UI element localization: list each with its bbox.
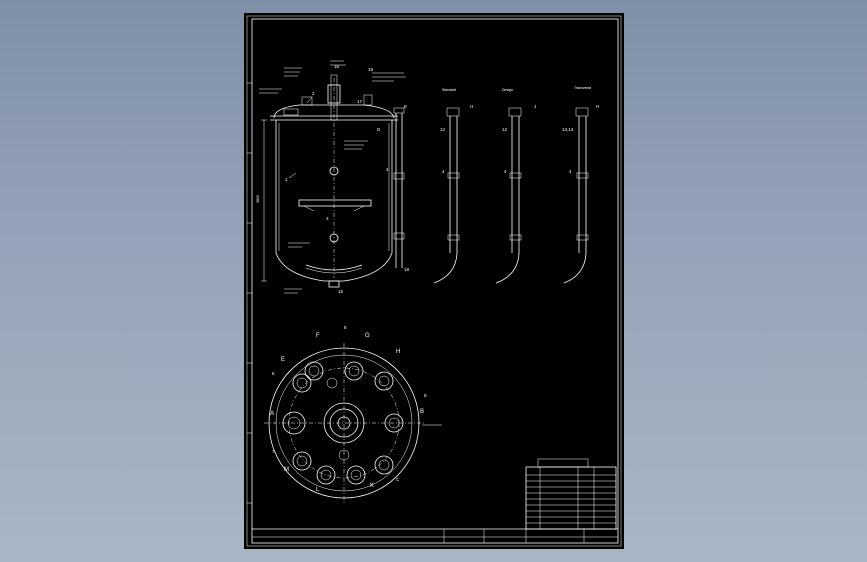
- zone-ticks: [247, 82, 252, 504]
- plan-callout-9: 9: [424, 393, 427, 398]
- plan-label-L: L: [316, 487, 320, 493]
- variant-standard-4: 4: [442, 169, 445, 174]
- plan-nozzles: [282, 361, 404, 485]
- variant-transverse-4: 4: [569, 169, 572, 174]
- variant-design-12: 12: [502, 127, 508, 132]
- baffle-variant-standard: Standard H 12 4: [433, 88, 473, 284]
- plan-label-M: M: [284, 467, 289, 473]
- variant-design-J: J: [534, 104, 536, 109]
- plan-label-F: F: [316, 333, 320, 339]
- plan-callout-8: 8: [344, 325, 347, 330]
- variant-standard-12: 12: [440, 127, 446, 132]
- variant-design-4: 4: [504, 169, 507, 174]
- callout-16: 16: [334, 64, 340, 69]
- variant-standard-H: H: [470, 104, 473, 109]
- callout-15: 15: [338, 289, 344, 294]
- inner-border: [251, 18, 619, 544]
- outer-border: [246, 15, 622, 547]
- variant-title-standard: Standard: [442, 88, 456, 92]
- callout-4: 4: [386, 167, 389, 172]
- plan-label-G: G: [365, 333, 370, 339]
- callout-17: 17: [357, 99, 363, 104]
- callout-18: 18: [404, 267, 410, 272]
- plan-callout-7: 7: [272, 449, 275, 454]
- parts-list: [525, 458, 617, 530]
- baffle-variant-design: Design J 12 4: [495, 88, 536, 284]
- variant-title-transverse: Transverse: [574, 86, 591, 90]
- plan-label-H: H: [396, 349, 400, 355]
- variant-transverse-H: H: [596, 104, 599, 109]
- plan-label-A: A: [270, 411, 274, 417]
- callout-3: 3: [326, 216, 329, 221]
- callout-E: E: [404, 104, 407, 109]
- plan-callout-5: 5: [272, 371, 275, 376]
- callout-19: 19: [368, 67, 374, 72]
- plan-label-E: E: [281, 357, 285, 363]
- drawing-sheet: 3800 1 2 3 4 15 16 17 18 19 E D: [244, 13, 624, 549]
- plan-label-C: C: [396, 477, 400, 482]
- baffle-variant-transverse: Transverse H 13,14 4: [562, 86, 599, 284]
- vessel-elevation: 3800 1 2 3 4 15 16 17 18 19 E D: [256, 60, 410, 294]
- callout-D: D: [377, 127, 381, 132]
- note-lines: [259, 60, 406, 294]
- callout-1: 1: [285, 177, 288, 182]
- plan-label-B: B: [420, 409, 424, 415]
- variant-transverse-13-14: 13,14: [562, 127, 574, 132]
- plan-label-K: K: [370, 483, 374, 489]
- plan-view: A B E F G H M L K C 8 9 5 7: [264, 325, 442, 503]
- callout-2: 2: [312, 91, 315, 96]
- variant-title-design: Design: [502, 88, 513, 92]
- reactor-drawing: 3800 1 2 3 4 15 16 17 18 19 E D: [246, 15, 622, 547]
- dimension-height: 3800: [256, 195, 260, 203]
- title-block: [252, 528, 618, 543]
